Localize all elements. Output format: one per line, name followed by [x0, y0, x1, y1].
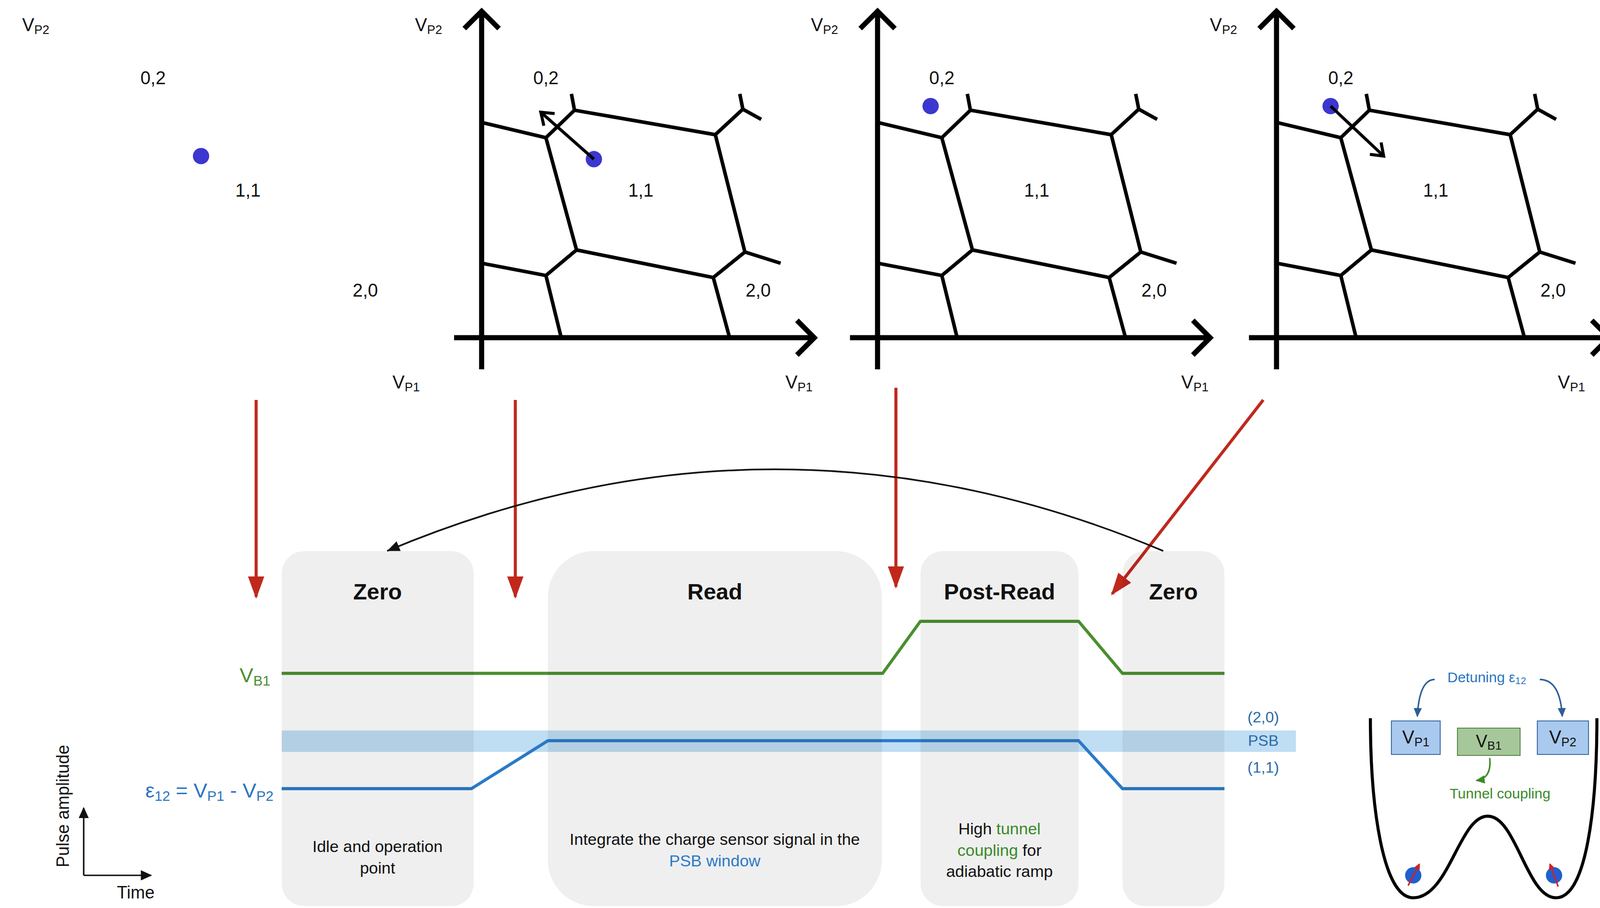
- phase-box: Post-ReadHigh tunnel coupling for adiaba…: [920, 551, 1079, 907]
- loop-connector: [387, 469, 1164, 552]
- subscript: P1: [1193, 380, 1209, 394]
- axis-label: VP1: [392, 372, 420, 394]
- tunnel-arrow: [1476, 758, 1490, 781]
- annotation: Tunnel coupling: [1449, 785, 1551, 803]
- stability-diagram: [849, 11, 1211, 370]
- band-label: (2,0): [1247, 708, 1279, 727]
- phase-box: Zero: [1122, 551, 1225, 907]
- charge-state: 2,0: [1141, 280, 1167, 302]
- double-well: [1370, 718, 1597, 898]
- signal-name: VB1: [239, 663, 271, 688]
- highlight: PSB window: [668, 851, 761, 870]
- phase-title: Post-Read: [944, 577, 1056, 607]
- subscript: P2: [1561, 735, 1577, 749]
- phase-note: Idle and operation point: [305, 835, 450, 878]
- axis-label: VP2: [22, 14, 50, 36]
- axis-label: Pulse amplitude: [53, 744, 74, 868]
- band-label: PSB: [1247, 732, 1279, 750]
- charge-state: 1,1: [235, 180, 261, 202]
- phase-note: Integrate the charge sensor signal in th…: [556, 828, 873, 871]
- axis-label: VP2: [414, 14, 443, 36]
- subscript: P2: [822, 22, 839, 37]
- connector-line: [387, 469, 1164, 552]
- subscript: P2: [34, 22, 50, 37]
- annotation: Detuning ε12: [1447, 669, 1527, 687]
- axis-label: VP2: [1210, 14, 1238, 36]
- signal-name: ε12 = VP1 - VP2: [145, 778, 274, 803]
- subscript: 12: [1515, 675, 1527, 687]
- charge-state: 0,2: [929, 67, 955, 89]
- gate-name: VB1: [1476, 730, 1502, 754]
- axis-label: VP1: [1181, 372, 1209, 394]
- phase-note: High tunnel coupling for adiabatic ramp: [928, 818, 1071, 882]
- gate-name: VP2: [1549, 725, 1577, 750]
- subscript: P1: [207, 788, 225, 804]
- phase-title: Zero: [353, 577, 402, 607]
- gate-box: VP2: [1536, 720, 1589, 756]
- charge-state: 0,2: [1328, 67, 1354, 89]
- axis-label: VP1: [1557, 372, 1586, 394]
- gate-box: VP1: [1390, 720, 1442, 756]
- highlight: tunnel coupling: [957, 819, 1041, 859]
- subscript: P1: [1414, 735, 1430, 749]
- charge-state: 2,0: [352, 280, 378, 302]
- gate-box: VB1: [1456, 727, 1521, 757]
- phase-box: ZeroIdle and operation point: [281, 551, 474, 907]
- arrow-head: [387, 541, 401, 551]
- charge-state: 2,0: [1540, 280, 1566, 302]
- axis-label: Time: [116, 882, 155, 903]
- charge-state: 1,1: [1023, 180, 1050, 202]
- subscript: P2: [1222, 22, 1238, 37]
- subscript: P1: [404, 380, 421, 394]
- charge-state: 1,1: [1422, 180, 1449, 202]
- subscript: P2: [256, 788, 274, 804]
- axis-label: VP2: [811, 14, 839, 36]
- subscript: P1: [1569, 380, 1586, 394]
- subscript: B1: [253, 673, 271, 689]
- stability-diagram: [1248, 11, 1600, 370]
- band-label: (1,1): [1247, 758, 1279, 777]
- phase-title: Zero: [1149, 577, 1199, 607]
- charge-state: 1,1: [628, 180, 654, 202]
- subscript: P2: [427, 22, 443, 37]
- pulse-axes: [83, 808, 152, 876]
- charge-state: 2,0: [745, 280, 771, 302]
- subscript: B1: [1487, 739, 1502, 753]
- phase-box: ReadIntegrate the charge sensor signal i…: [547, 551, 882, 907]
- charge-state: 0,2: [533, 67, 559, 89]
- phase-title: Read: [687, 577, 743, 607]
- ramp-arrows: [540, 106, 1384, 160]
- axis-label: VP1: [785, 372, 813, 394]
- subscript: P1: [797, 380, 813, 394]
- operating-points: [192, 98, 1339, 168]
- stability-diagram: [454, 11, 815, 370]
- charge-state: 0,2: [140, 67, 166, 89]
- gate-name: VP1: [1402, 725, 1430, 750]
- electrons: [1405, 864, 1563, 887]
- subscript: 12: [154, 788, 171, 804]
